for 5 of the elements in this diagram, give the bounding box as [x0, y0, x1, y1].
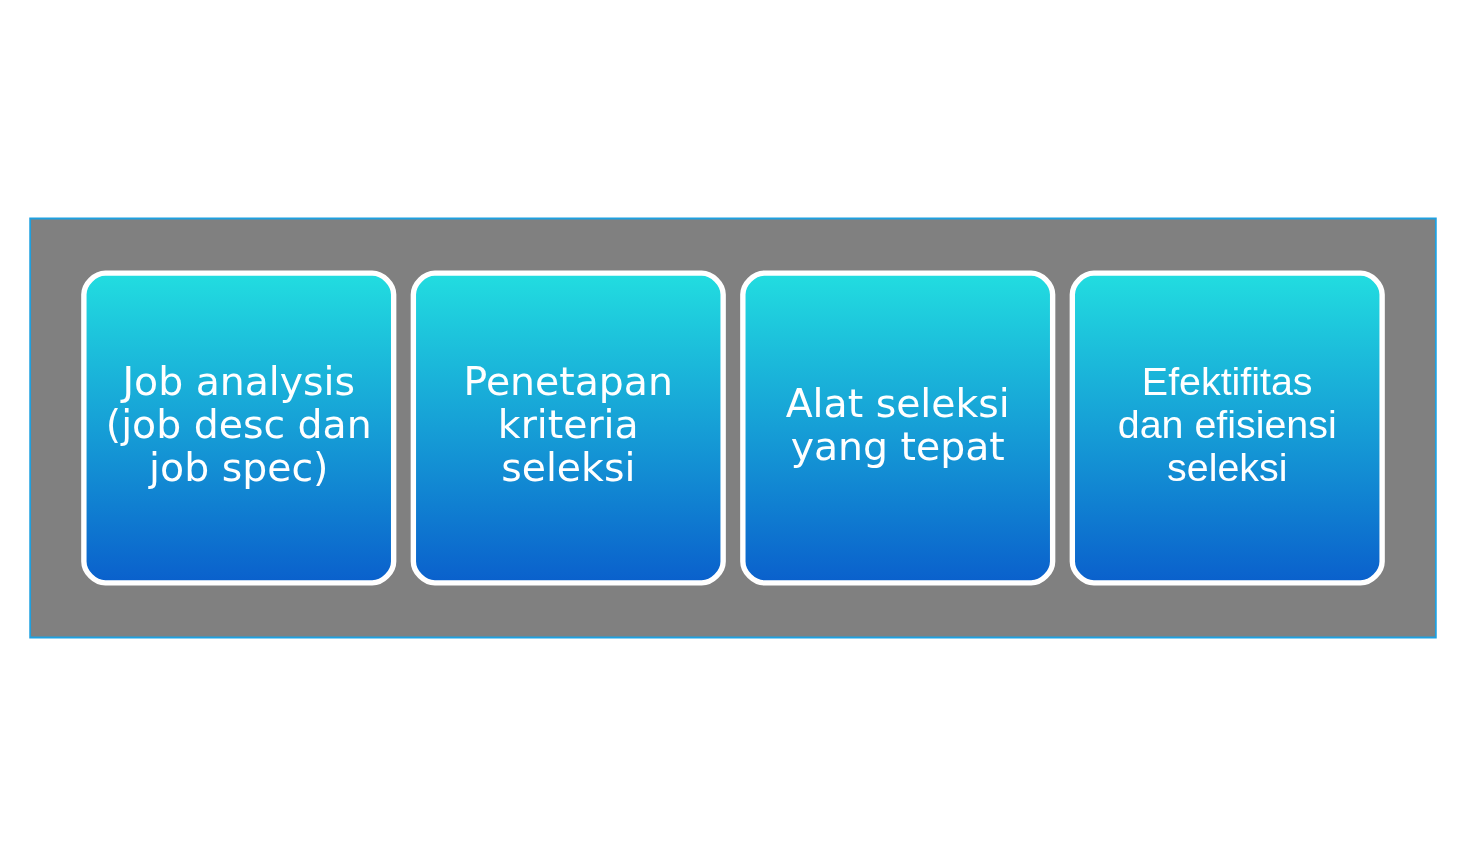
node-box: Penetapan kriteria seleksi	[410, 270, 726, 586]
node-box: Alat seleksi yang tepat	[740, 270, 1056, 586]
node-box: Job analysis (job desc dan job spec)	[81, 270, 397, 586]
cluster	[29, 217, 1437, 639]
node-box: Efektifitas dan efisiensi seleksi	[1069, 270, 1385, 586]
